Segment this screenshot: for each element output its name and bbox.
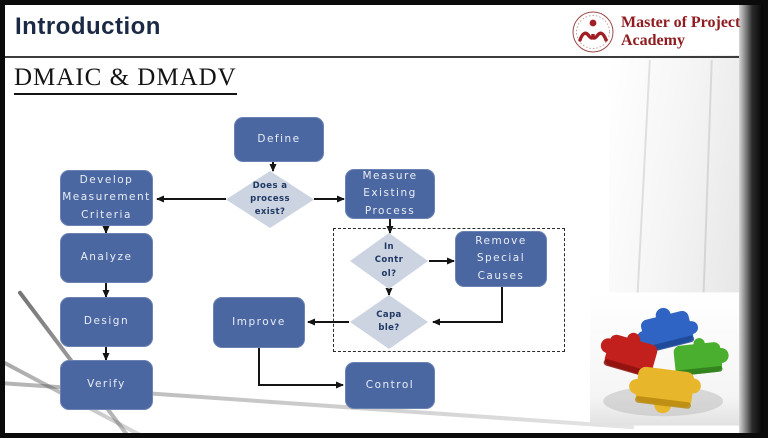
brand-logo: Master of Project Academy (571, 10, 740, 54)
background-dark-edge (739, 5, 763, 433)
brand-logo-text: Master of Project Academy (621, 13, 741, 49)
flow-node-improve: Improve (213, 297, 305, 348)
flow-node-define: Define (234, 117, 324, 162)
header-divider (5, 56, 763, 58)
flow-node-control: Control (345, 362, 435, 409)
flow-node-analyze: Analyze (60, 233, 153, 283)
flow-node-develop-measurement-criteria: Develop Measurement Criteria (60, 170, 153, 226)
control-loop-dashed-region (333, 228, 565, 352)
page-title: DMAIC & DMADV (14, 64, 237, 95)
header-title: Introduction (15, 13, 161, 40)
flow-node-design: Design (60, 297, 153, 347)
flow-node-measure-existing-process: Measure Existing Process (345, 169, 435, 219)
flow-node-remove-special-causes: Remove Special Causes (455, 231, 547, 287)
puzzle-piece-blue (637, 307, 698, 353)
puzzle-pieces-illustration (590, 292, 740, 426)
brand-logo-icon (572, 11, 614, 53)
puzzle-piece-yellow (629, 366, 701, 414)
flow-node-verify: Verify (60, 360, 153, 410)
decision-does-process-exist: Does a process exist? (226, 171, 314, 228)
